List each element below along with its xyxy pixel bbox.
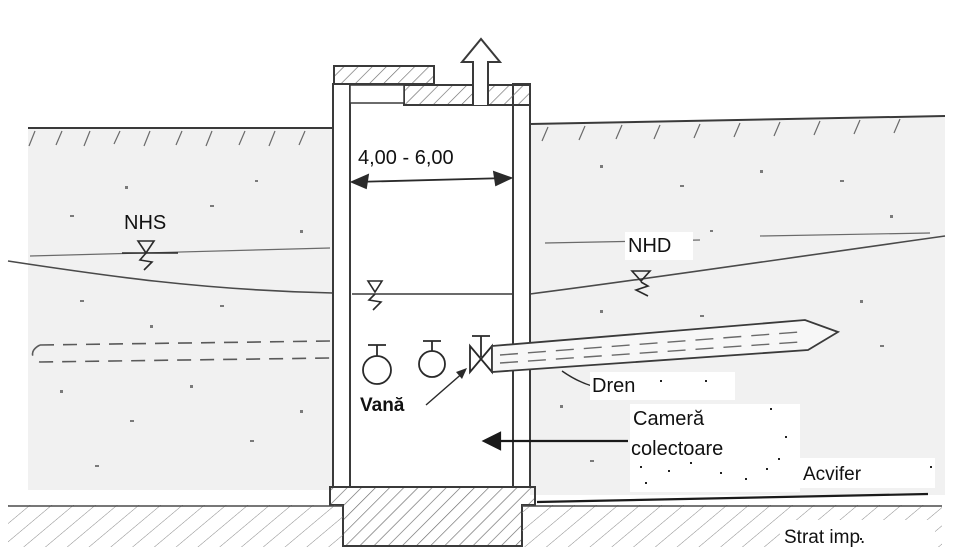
label-bg-aquifer: [800, 458, 935, 488]
valve-gauge-2: [418, 340, 446, 378]
label-bg-impermeable: [780, 520, 935, 550]
water-table-upper-left: [29, 247, 331, 257]
soil-right: [530, 116, 945, 495]
valve-gauge-1: [362, 344, 392, 385]
valve-leader-line: [425, 370, 466, 406]
label-bg-drain: [590, 372, 735, 400]
nhd-label: NHD: [628, 235, 671, 257]
width-dimension-arrow: [349, 170, 514, 190]
drain-left-dashed: [31, 340, 331, 363]
impermeable-label: Strat imp.: [784, 527, 865, 548]
nhs-label: NHS: [124, 212, 166, 234]
aquifer-label: Acvifer: [803, 464, 862, 485]
width-label: 4,00 - 6,00: [358, 147, 454, 169]
drain-label: Dren: [592, 375, 635, 397]
chamber-label-line2: colectoare: [631, 438, 723, 460]
aquifer-bottom-line: [536, 492, 929, 504]
ground-surface-right: [529, 115, 946, 125]
water-level-symbol-shaft: [366, 280, 384, 311]
drain-pipe: [491, 319, 841, 373]
label-bg-nhd: [625, 232, 693, 260]
valve-butterfly: [469, 335, 493, 375]
cover-slab-gap: [349, 84, 405, 104]
cover-slab-right: [403, 84, 531, 106]
impermeable-layer-left: [8, 505, 343, 547]
chamber-dots: [640, 380, 932, 540]
water-table-left: [7, 260, 334, 294]
soil-speckles: [60, 165, 893, 467]
chamber-label-line1: Cameră: [633, 408, 705, 430]
drain-pipe-dashes: [499, 331, 801, 364]
water-table-right: [529, 235, 946, 295]
shaft-wall-right: [512, 83, 531, 488]
soil-left: [28, 128, 333, 490]
label-bg-chamber: [630, 404, 800, 492]
shaft-wall-left: [332, 83, 351, 488]
cover-slab-left: [333, 65, 435, 85]
water-level-symbol-nhd: [630, 270, 652, 297]
valve-label: Vană: [360, 395, 405, 416]
drain-leader-line: [561, 370, 593, 387]
valve-leader-arrow: [456, 368, 467, 379]
water-level-symbol-nhs: [122, 240, 178, 271]
foundation-base: [329, 486, 536, 547]
chamber-arrow: [481, 431, 628, 451]
vent-pipe: [459, 37, 503, 105]
ground-hatch-ticks: [28, 118, 901, 147]
